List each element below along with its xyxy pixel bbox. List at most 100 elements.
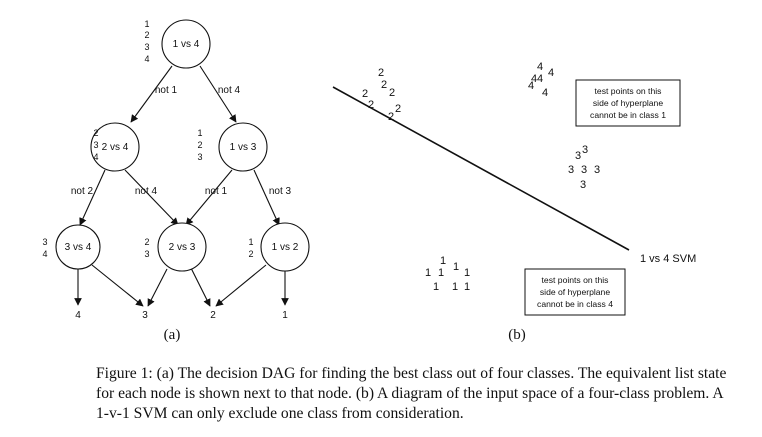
dag-output-arrow [147, 268, 168, 307]
list-state-entry: 2 [248, 249, 253, 259]
data-point: 3 [580, 179, 586, 191]
dag-edge [130, 65, 173, 123]
annotation-line: test points on this [595, 86, 662, 96]
annotation-line: side of hyperplane [593, 98, 663, 108]
dag-edge [253, 169, 280, 226]
data-point: 2 [378, 67, 384, 79]
data-point: 4 [537, 61, 543, 73]
dag-node-circle [157, 222, 207, 272]
data-point: 2 [395, 103, 401, 115]
data-point: 1 [464, 267, 470, 279]
list-state-entry: 2 [144, 237, 149, 247]
annotation-line: side of hyperplane [540, 287, 610, 297]
dag-output-label: 3 [142, 310, 148, 321]
dag-edge-label: not 1 [205, 186, 228, 197]
dag-node-circle [161, 19, 211, 69]
node-list-1vs3: 1 2 3 [197, 128, 202, 162]
list-state-entry: 3 [144, 249, 149, 259]
list-state-entry: 1 [248, 237, 253, 247]
dag-node-label: 3 vs 4 [65, 242, 92, 253]
dag-node-label: 2 vs 3 [169, 242, 196, 253]
dag-node-label: 2 vs 4 [102, 142, 129, 153]
data-point: 1 [438, 267, 444, 279]
dag-edge-label: not 2 [71, 186, 94, 197]
dag-output-arrow [91, 264, 144, 307]
node-list-1vs4: 1 2 3 4 [144, 19, 149, 64]
data-point: 3 [575, 150, 581, 162]
list-state-entry: 3 [93, 140, 98, 150]
dag-node-label: 1 vs 3 [230, 142, 257, 153]
decision-dag [55, 19, 310, 307]
dag-node-circle [55, 224, 101, 270]
list-state-entry: 1 [197, 128, 202, 138]
data-point: 2 [368, 99, 374, 111]
annotation-box-frame [524, 268, 626, 316]
data-point: 1 [453, 261, 459, 273]
data-point: 2 [381, 79, 387, 91]
dag-output-arrow [215, 264, 267, 307]
data-point: 1 [464, 281, 470, 293]
dag-edge-label: not 4 [218, 85, 241, 96]
dag-edge [124, 169, 179, 226]
data-point: 1 [452, 281, 458, 293]
dag-output-label: 2 [210, 310, 216, 321]
annotation-box-class4: test points on this side of hyperplane c… [524, 268, 626, 316]
data-point: 2 [389, 87, 395, 99]
list-state-entry: 3 [197, 152, 202, 162]
dag-edge [185, 169, 233, 226]
list-state-entry: 4 [93, 152, 98, 162]
list-state-entry: 3 [144, 42, 149, 52]
dag-edge [79, 169, 106, 226]
list-state-entry: 3 [42, 237, 47, 247]
list-state-entry: 2 [197, 140, 202, 150]
dag-output-label: 4 [75, 310, 81, 321]
data-point: 3 [568, 164, 574, 176]
data-point: 1 [433, 281, 439, 293]
node-list-2vs3: 2 3 [144, 237, 149, 259]
dag-node-circle [260, 222, 310, 272]
class-1-points: 1 1 1 1 1 1 1 1 [425, 255, 470, 293]
dag-edge-label: not 1 [155, 85, 178, 96]
data-point: 3 [594, 164, 600, 176]
node-list-2vs4: 2 3 4 [93, 128, 98, 162]
figure-caption: Figure 1: (a) The decision DAG for findi… [96, 365, 727, 422]
annotation-line: cannot be in class 1 [590, 110, 666, 120]
class-2-points: 2 2 2 2 2 2 2 [362, 67, 401, 123]
annotation-line: cannot be in class 4 [537, 299, 613, 309]
annotation-line: test points on this [542, 275, 609, 285]
data-point: 3 [581, 164, 587, 176]
data-point: 1 [440, 255, 446, 267]
list-state-entry: 1 [144, 19, 149, 29]
data-point: 4 [528, 80, 534, 92]
dag-output-label: 1 [282, 310, 288, 321]
data-point: 3 [582, 144, 588, 156]
list-state-entry: 4 [42, 249, 47, 259]
list-state-entry: 2 [93, 128, 98, 138]
dag-node-label: 1 vs 4 [173, 39, 200, 50]
class-3-points: 3 3 3 3 3 3 [568, 144, 600, 191]
dag-edge [199, 65, 237, 123]
annotation-box-frame [575, 79, 681, 127]
svm-hyperplane [332, 86, 630, 251]
panel-label-a: (a) [164, 327, 181, 343]
dag-edge-label: not 4 [135, 186, 158, 197]
data-point: 4 [542, 87, 548, 99]
figure-1: 1 vs 4 2 vs 4 1 vs 3 3 vs 4 2 vs 3 1 vs … [42, 19, 696, 343]
dag-output-arrow [189, 265, 211, 307]
dag-node-circle [90, 122, 140, 172]
node-list-3vs4: 3 4 [42, 237, 47, 259]
class-4-points: 4 4 4 4 4 4 [528, 61, 554, 99]
list-state-entry: 4 [144, 54, 149, 64]
data-point: 4 [537, 73, 543, 85]
dag-node-label: 1 vs 2 [272, 242, 299, 253]
data-point: 4 [548, 67, 554, 79]
data-point: 2 [388, 111, 394, 123]
annotation-box-class1: test points on this side of hyperplane c… [575, 79, 681, 127]
svm-label: 1 vs 4 SVM [640, 253, 696, 265]
data-point: 2 [362, 88, 368, 100]
data-point: 1 [425, 267, 431, 279]
dag-node-circle [218, 122, 268, 172]
data-point: 4 [531, 73, 537, 85]
panel-label-b: (b) [508, 327, 526, 343]
node-list-1vs2: 1 2 [248, 237, 253, 259]
